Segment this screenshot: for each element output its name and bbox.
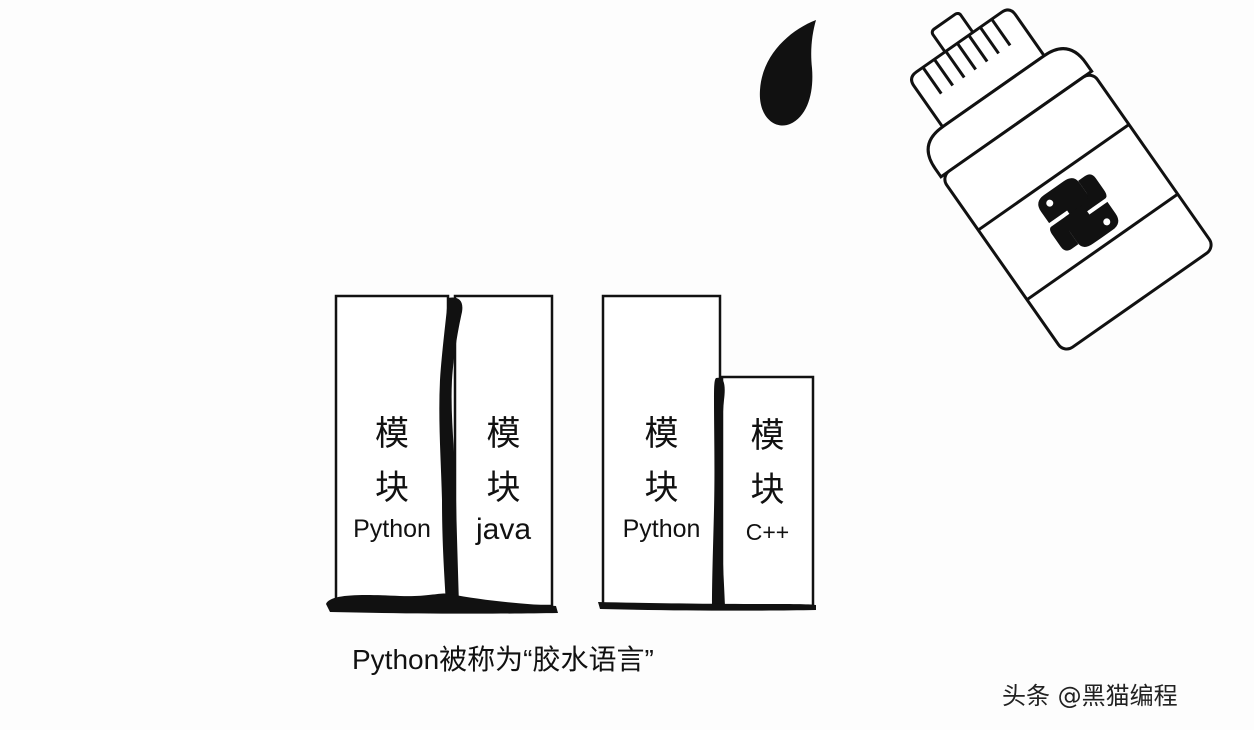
glue-pool-right [598, 602, 816, 611]
module-char-kuai: 块 [644, 468, 679, 508]
module-char-kuai: 块 [375, 468, 409, 508]
module-char-mo: 模 [750, 416, 785, 456]
module-block-python-right [601, 294, 722, 608]
module-label-python-left: 模 块 Python [336, 417, 448, 542]
module-block-cpp [720, 375, 815, 608]
module-label-java: 模 块 java [455, 417, 552, 545]
glue-seam-left [439, 297, 463, 604]
module-label-cpp: 模 块 C++ [722, 419, 813, 544]
glue-drop-icon [759, 20, 816, 126]
module-label-python-right: 模 块 Python [603, 417, 720, 542]
glue-pool-left [326, 593, 558, 614]
caption: Python被称为“胶水语言” [352, 644, 654, 675]
module-lang-cpp: C++ [745, 519, 790, 545]
module-char-kuai: 块 [486, 468, 521, 508]
module-char-mo: 模 [644, 414, 679, 454]
glue-bottle-icon [910, 8, 1213, 351]
module-block-java [453, 294, 554, 608]
module-char-kuai: 块 [750, 470, 785, 510]
module-lang-java: java [475, 513, 532, 546]
module-lang-python: Python [353, 515, 431, 543]
python-logo-icon [1038, 174, 1119, 251]
glue-seam-right [712, 377, 725, 606]
module-lang-python: Python [622, 515, 701, 543]
module-char-mo: 模 [486, 414, 521, 454]
module-char-mo: 模 [375, 414, 409, 454]
watermark: 头条 @黑猫编程 [1002, 682, 1178, 710]
